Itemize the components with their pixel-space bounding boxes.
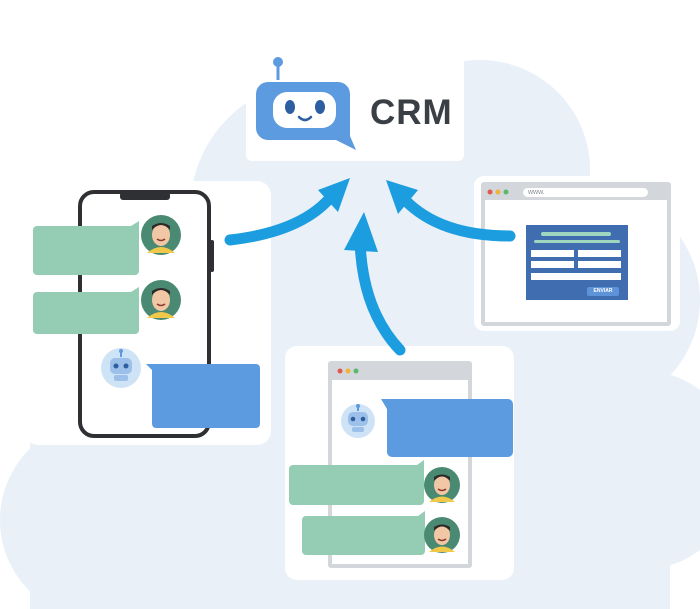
robot-icon bbox=[101, 348, 141, 388]
robot-icon bbox=[341, 404, 375, 438]
crm-label: CRM bbox=[370, 93, 453, 132]
robot-chat-icon bbox=[256, 57, 356, 150]
user-avatar-icon bbox=[424, 467, 460, 503]
user-avatar-icon bbox=[141, 215, 181, 255]
user-avatar-icon bbox=[424, 517, 460, 553]
user-avatar-icon bbox=[141, 280, 181, 320]
browser-url-bar[interactable]: www. bbox=[523, 188, 648, 197]
send-button[interactable]: ENVIAR bbox=[587, 287, 619, 296]
